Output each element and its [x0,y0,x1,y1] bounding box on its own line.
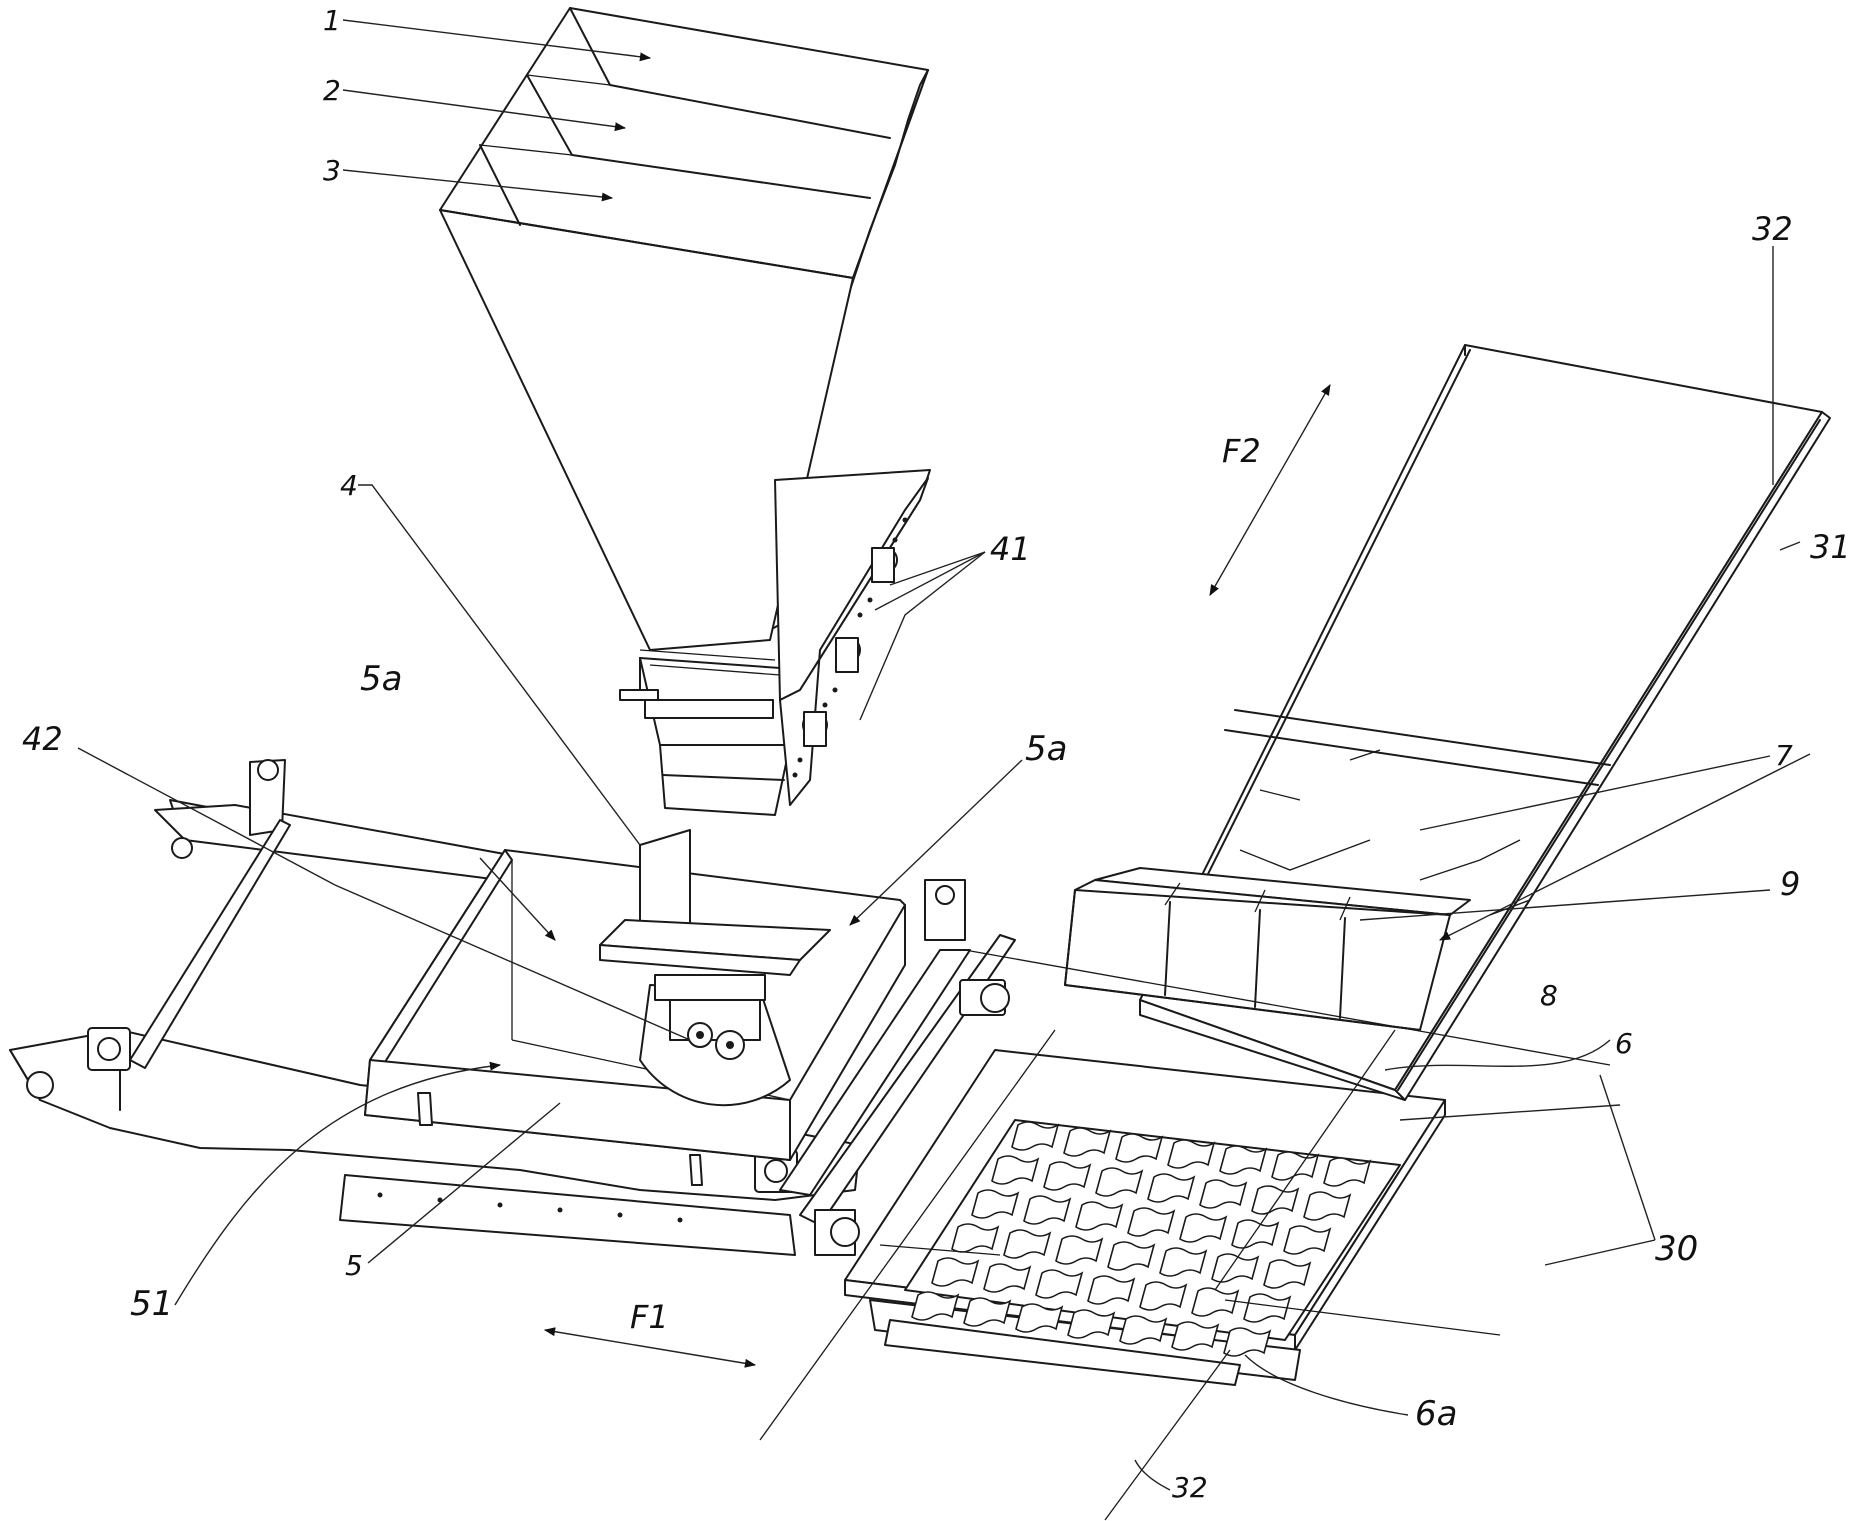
label-1: 1 [323,4,341,37]
label-31: 31 [1810,528,1851,566]
label-32-bottom: 32 [1172,1471,1208,1504]
label-4: 4 [340,469,358,502]
label-5a-right: 5a [1025,729,1067,769]
label-7: 7 [1775,739,1793,772]
label-F1: F1 [630,1298,669,1336]
label-32-top: 32 [1752,210,1793,248]
label-9: 9 [1780,865,1800,903]
label-8: 8 [1540,979,1558,1012]
hopper [440,8,930,815]
label-6: 6 [1615,1027,1633,1060]
label-5a-left: 5a [360,659,402,699]
label-F2: F2 [1222,432,1261,470]
label-42: 42 [22,720,63,758]
label-51: 51 [130,1284,173,1324]
label-30: 30 [1655,1229,1698,1269]
label-3: 3 [323,154,341,187]
label-2: 2 [323,74,341,107]
label-5: 5 [345,1249,363,1282]
mould-tray [845,1050,1445,1385]
label-41: 41 [990,530,1031,568]
label-6a: 6a [1415,1394,1457,1434]
